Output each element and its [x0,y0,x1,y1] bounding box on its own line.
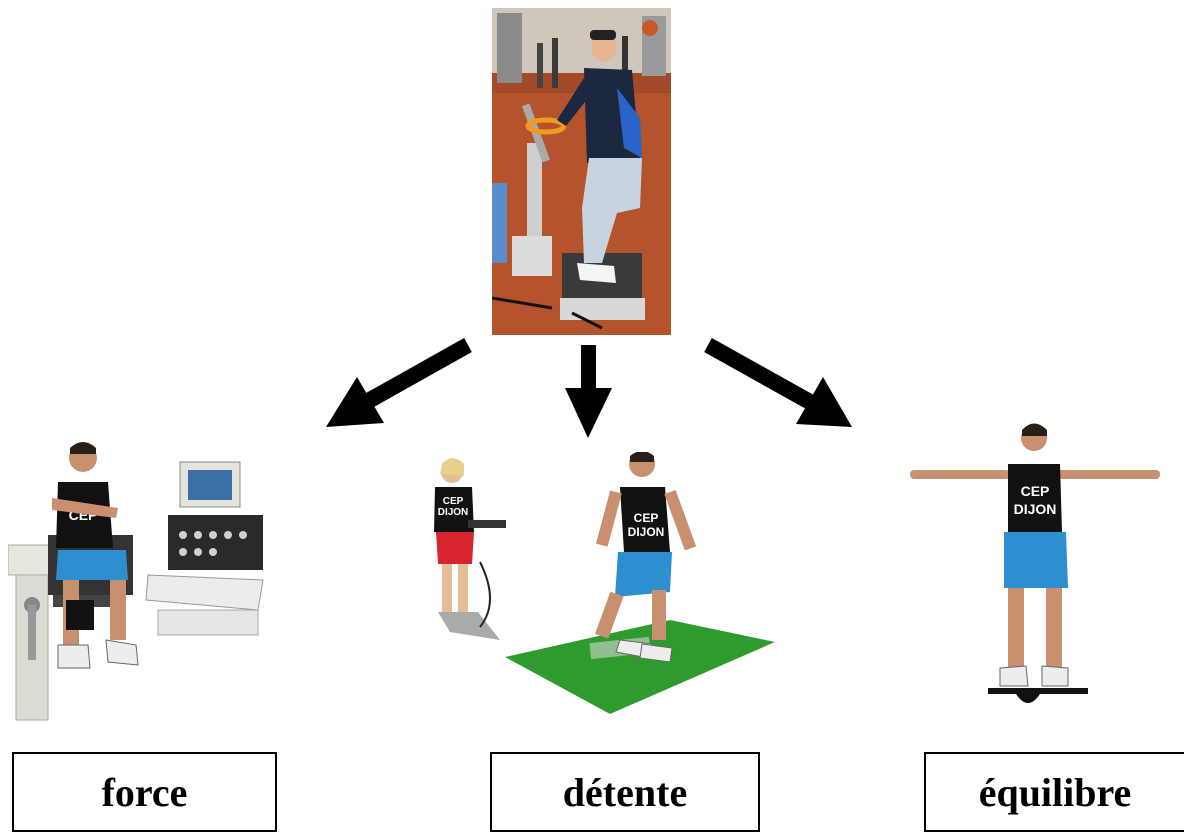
arrow-to-detente [565,345,612,438]
detente-coach-shirt-line2: DIJON [438,507,469,518]
vibration-platform-photo [492,8,671,335]
equilibre-shirt-line1: CEP [1021,483,1050,499]
arrow-to-force [326,338,472,427]
label-force: force [12,752,277,832]
force-illustration: CEP [8,442,264,721]
detente-athlete-shirt-line1: CEP [634,511,659,525]
detente-coach-shirt-line1: CEP [443,496,464,507]
arrow-to-equilibre [704,338,852,427]
label-detente: détente [490,752,760,832]
detente-illustration: CEP DIJON CEP DIJON [434,452,775,714]
detente-athlete-shirt-line2: DIJON [628,525,665,539]
equilibre-shirt-line2: DIJON [1014,501,1057,517]
label-equilibre: équilibre [924,752,1184,832]
equilibre-illustration: CEP DIJON [910,423,1160,703]
